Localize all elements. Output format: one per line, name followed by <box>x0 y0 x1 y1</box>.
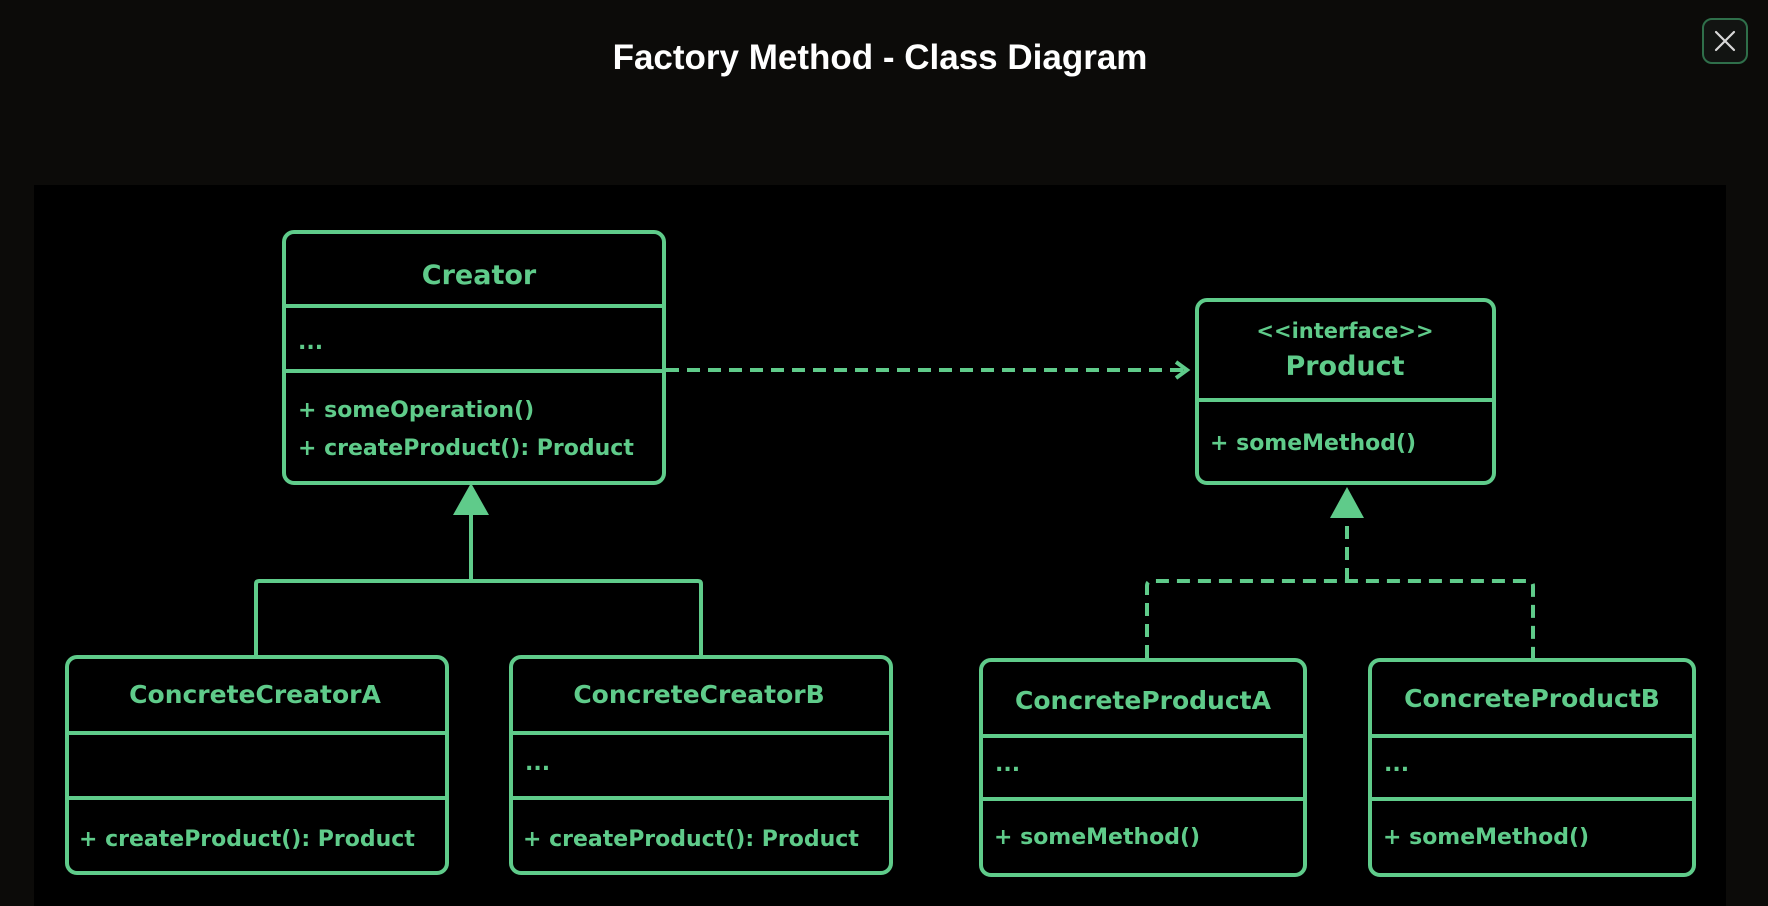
class-attributes-concrete-product-b: ... <box>1384 752 1409 777</box>
modal-title: Factory Method - Class Diagram <box>612 38 1148 77</box>
class-concrete-creator-a <box>65 655 449 875</box>
class-concrete-creator-b <box>509 655 893 875</box>
class-name-creator: Creator <box>422 260 537 291</box>
class-method-concrete-creator-a-1: + createProduct(): Product <box>79 827 415 852</box>
realization-branch-line <box>1145 579 1535 658</box>
inheritance-branch-line <box>254 579 703 655</box>
class-creator <box>282 230 666 485</box>
close-icon <box>1714 30 1736 52</box>
class-diagram: Creator ... + someOperation() + createPr… <box>34 185 1726 906</box>
class-diagram-canvas: Creator ... + someOperation() + createPr… <box>65 230 1696 877</box>
class-method-creator-1: + someOperation() <box>298 398 534 423</box>
inheritance-arrowhead <box>453 483 489 515</box>
class-method-creator-2: + createProduct(): Product <box>298 436 634 461</box>
class-method-product-1: + someMethod() <box>1210 431 1416 456</box>
class-method-concrete-product-b-1: + someMethod() <box>1383 825 1589 850</box>
class-method-concrete-product-a-1: + someMethod() <box>994 825 1200 850</box>
class-attributes-concrete-product-a: ... <box>995 752 1020 777</box>
close-button[interactable] <box>1702 18 1748 64</box>
class-concrete-product-a <box>979 658 1307 877</box>
class-method-concrete-creator-b-1: + createProduct(): Product <box>523 827 859 852</box>
interface-product <box>1195 298 1496 485</box>
class-name-product: Product <box>1285 351 1404 382</box>
realization-arrowhead <box>1330 487 1364 518</box>
class-attributes-concrete-creator-b: ... <box>525 751 550 776</box>
class-name-concrete-product-b: ConcreteProductB <box>1404 684 1660 713</box>
dependency-arrowhead <box>1174 360 1191 380</box>
interface-stereotype-product: <<interface>> <box>1256 319 1433 343</box>
class-name-concrete-product-a: ConcreteProductA <box>1015 686 1272 715</box>
class-name-concrete-creator-b: ConcreteCreatorB <box>573 680 824 709</box>
class-concrete-product-b <box>1368 658 1696 877</box>
class-attributes-creator: ... <box>298 330 323 355</box>
class-name-concrete-creator-a: ConcreteCreatorA <box>129 680 381 709</box>
